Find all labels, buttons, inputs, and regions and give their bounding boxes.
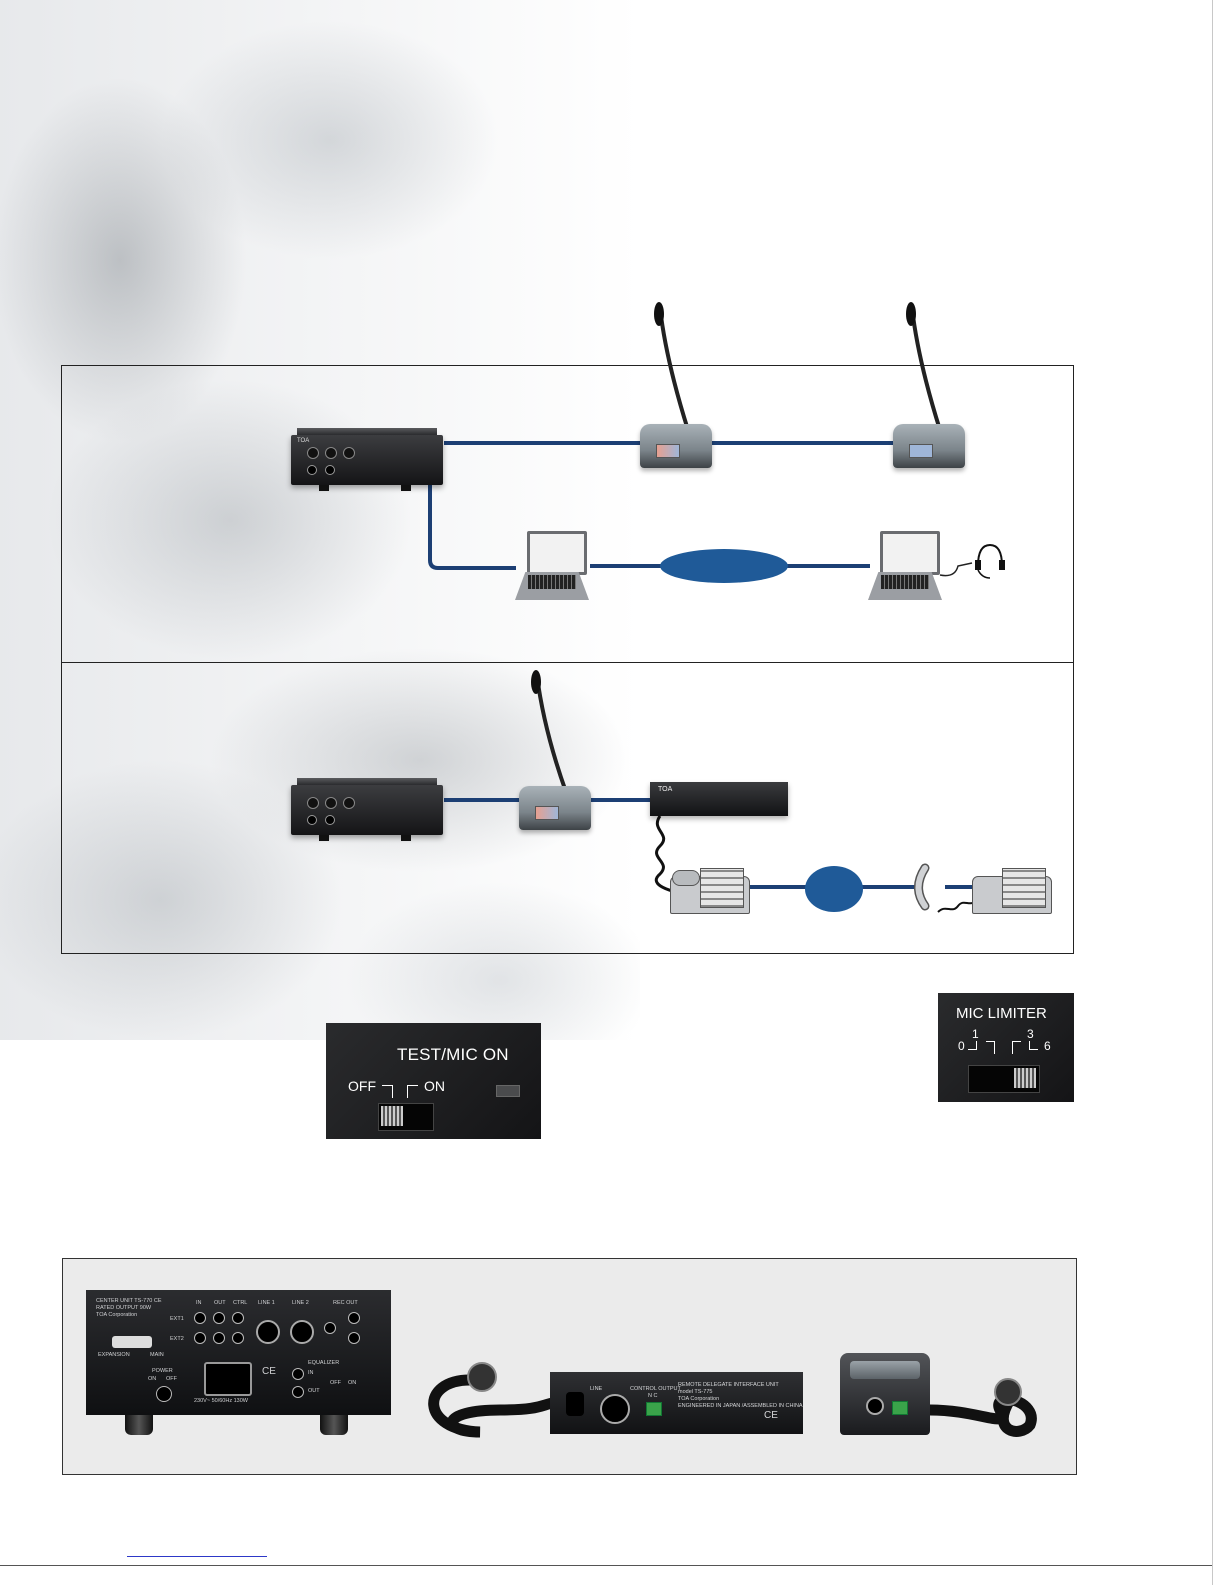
system-diagram-frame xyxy=(61,365,1074,954)
telephone-2-icon xyxy=(972,868,1052,914)
expansion-label: EXPANSION xyxy=(98,1352,130,1358)
power-rating: 230V~ 50/60Hz 130W xyxy=(194,1398,248,1404)
indicator-led xyxy=(496,1085,520,1097)
control-output-label: CONTROL OUTPUT xyxy=(630,1386,681,1392)
power-switch xyxy=(156,1386,172,1402)
cable-center-to-laptop xyxy=(428,482,516,570)
telephone-1-icon xyxy=(670,868,750,914)
center-unit-logo: TOA xyxy=(297,438,310,444)
coiled-cord-2 xyxy=(937,899,977,913)
din-plug-2 xyxy=(994,1378,1022,1406)
test-mic-on-panel: TEST/MIC ON OFF ON xyxy=(326,1023,541,1139)
jack-header-line2: LINE 2 xyxy=(292,1300,309,1306)
headset-band xyxy=(977,543,1003,567)
jack-header-in: IN xyxy=(196,1300,202,1306)
equalizer-in-label: IN xyxy=(308,1370,314,1376)
jack-header-rec-out: REC OUT xyxy=(333,1300,358,1306)
main-label: MAIN xyxy=(150,1352,164,1358)
jack-header-out: OUT xyxy=(214,1300,226,1306)
iface-model-line-1: REMOTE DELEGATE INTERFACE UNIT xyxy=(678,1382,779,1388)
headset-earcup-left xyxy=(975,560,981,570)
ce-mark: CE xyxy=(262,1366,276,1377)
line-din-socket xyxy=(600,1394,630,1424)
delegate-unit-3 xyxy=(519,786,591,830)
laptop-2-icon xyxy=(868,531,944,603)
delegate-unit-1 xyxy=(640,424,712,468)
cable-boot xyxy=(566,1392,584,1416)
delegate-terminal xyxy=(892,1401,908,1415)
limiter-switch-knob xyxy=(1014,1068,1036,1088)
equalizer-on-label: ON xyxy=(348,1380,357,1386)
center-unit-1: TOA xyxy=(291,428,443,491)
limiter-label-3: 3 xyxy=(1027,1027,1034,1041)
equalizer-out-label: OUT xyxy=(308,1388,320,1394)
equalizer-off-label: OFF xyxy=(330,1380,341,1386)
lifted-handset-fill xyxy=(915,865,928,909)
interface-unit-rear-panel: LINE CONTROL OUTPUT N C REMOTE DELEGATE … xyxy=(550,1372,803,1434)
iface-model-line-3: TOA Corporation xyxy=(678,1396,720,1402)
limiter-label-6: 6 xyxy=(1044,1039,1051,1053)
delegate-din-socket xyxy=(866,1397,884,1415)
din-plug-1 xyxy=(467,1362,497,1392)
jack-header-line1: LINE 1 xyxy=(258,1300,275,1306)
interface-unit-logo: TOA xyxy=(658,786,673,793)
ac-inlet xyxy=(204,1362,252,1396)
center-unit-2 xyxy=(291,778,443,841)
mic-head-1 xyxy=(654,302,664,326)
iface-ce-mark: CE xyxy=(764,1410,778,1421)
limiter-label-1: 1 xyxy=(972,1027,979,1041)
line-label: LINE xyxy=(590,1386,603,1392)
control-output-pins: N C xyxy=(648,1393,658,1399)
iface-model-line-2: model TS-775 xyxy=(678,1389,713,1395)
power-off-label: OFF xyxy=(166,1376,177,1382)
page-right-rule xyxy=(1212,0,1213,1585)
mic-limiter-panel: MIC LIMITER 0 1 3 6 xyxy=(938,993,1074,1102)
coiled-cord-1 xyxy=(654,815,677,894)
headset-mic-boom xyxy=(977,569,991,579)
remote-delegate-interface-unit: TOA xyxy=(650,782,788,816)
laptop-1-icon xyxy=(515,531,591,603)
off-label: OFF xyxy=(348,1078,376,1094)
mic-limiter-title: MIC LIMITER xyxy=(956,1005,1047,1022)
power-label: POWER xyxy=(152,1368,173,1374)
jack-header-ctrl: CTRL xyxy=(233,1300,248,1306)
rear-model-line-1: CENTER UNIT TS-770 CE xyxy=(96,1298,162,1304)
din-cable-2 xyxy=(924,1393,1037,1437)
diagram-divider xyxy=(61,662,1074,663)
headset-earcup-right xyxy=(999,560,1005,570)
delegate-unit-rear xyxy=(840,1353,930,1435)
footer-rule xyxy=(0,1565,1212,1566)
expansion-main-switch xyxy=(112,1336,152,1348)
rear-model-line-2: RATED OUTPUT 90W xyxy=(96,1305,152,1311)
test-mic-on-title: TEST/MIC ON xyxy=(397,1045,509,1064)
on-label: ON xyxy=(424,1078,445,1094)
iface-model-line-4: ENGINEERED IN JAPAN /ASSEMBLED IN CHINA xyxy=(678,1403,803,1409)
connection-lines xyxy=(428,302,1005,913)
mic-head-3 xyxy=(531,670,541,694)
background-smoke-image xyxy=(0,0,640,1040)
headset-cable xyxy=(939,562,973,577)
center-unit-rear-panel: CENTER UNIT TS-770 CE RATED OUTPUT 90W T… xyxy=(86,1290,391,1415)
network-ellipse-ip xyxy=(660,549,788,583)
ext2-label: EXT2 xyxy=(170,1336,184,1342)
slide-switch-knob xyxy=(381,1106,403,1126)
control-output-terminal xyxy=(646,1402,662,1416)
mic-head-2 xyxy=(906,302,916,326)
rear-foot-right xyxy=(320,1415,348,1435)
rear-foot-left xyxy=(125,1415,153,1435)
ext1-label: EXT1 xyxy=(170,1316,184,1322)
rear-model-line-3: TOA Corporation xyxy=(96,1312,138,1318)
delegate-unit-2 xyxy=(893,424,965,468)
network-ellipse-phone xyxy=(805,866,863,912)
power-on-label: ON xyxy=(148,1376,157,1382)
footer-link-underline xyxy=(127,1556,267,1557)
limiter-label-0: 0 xyxy=(958,1039,965,1053)
din-cable-1 xyxy=(428,1374,571,1438)
equalizer-label: EQUALIZER xyxy=(308,1360,340,1366)
